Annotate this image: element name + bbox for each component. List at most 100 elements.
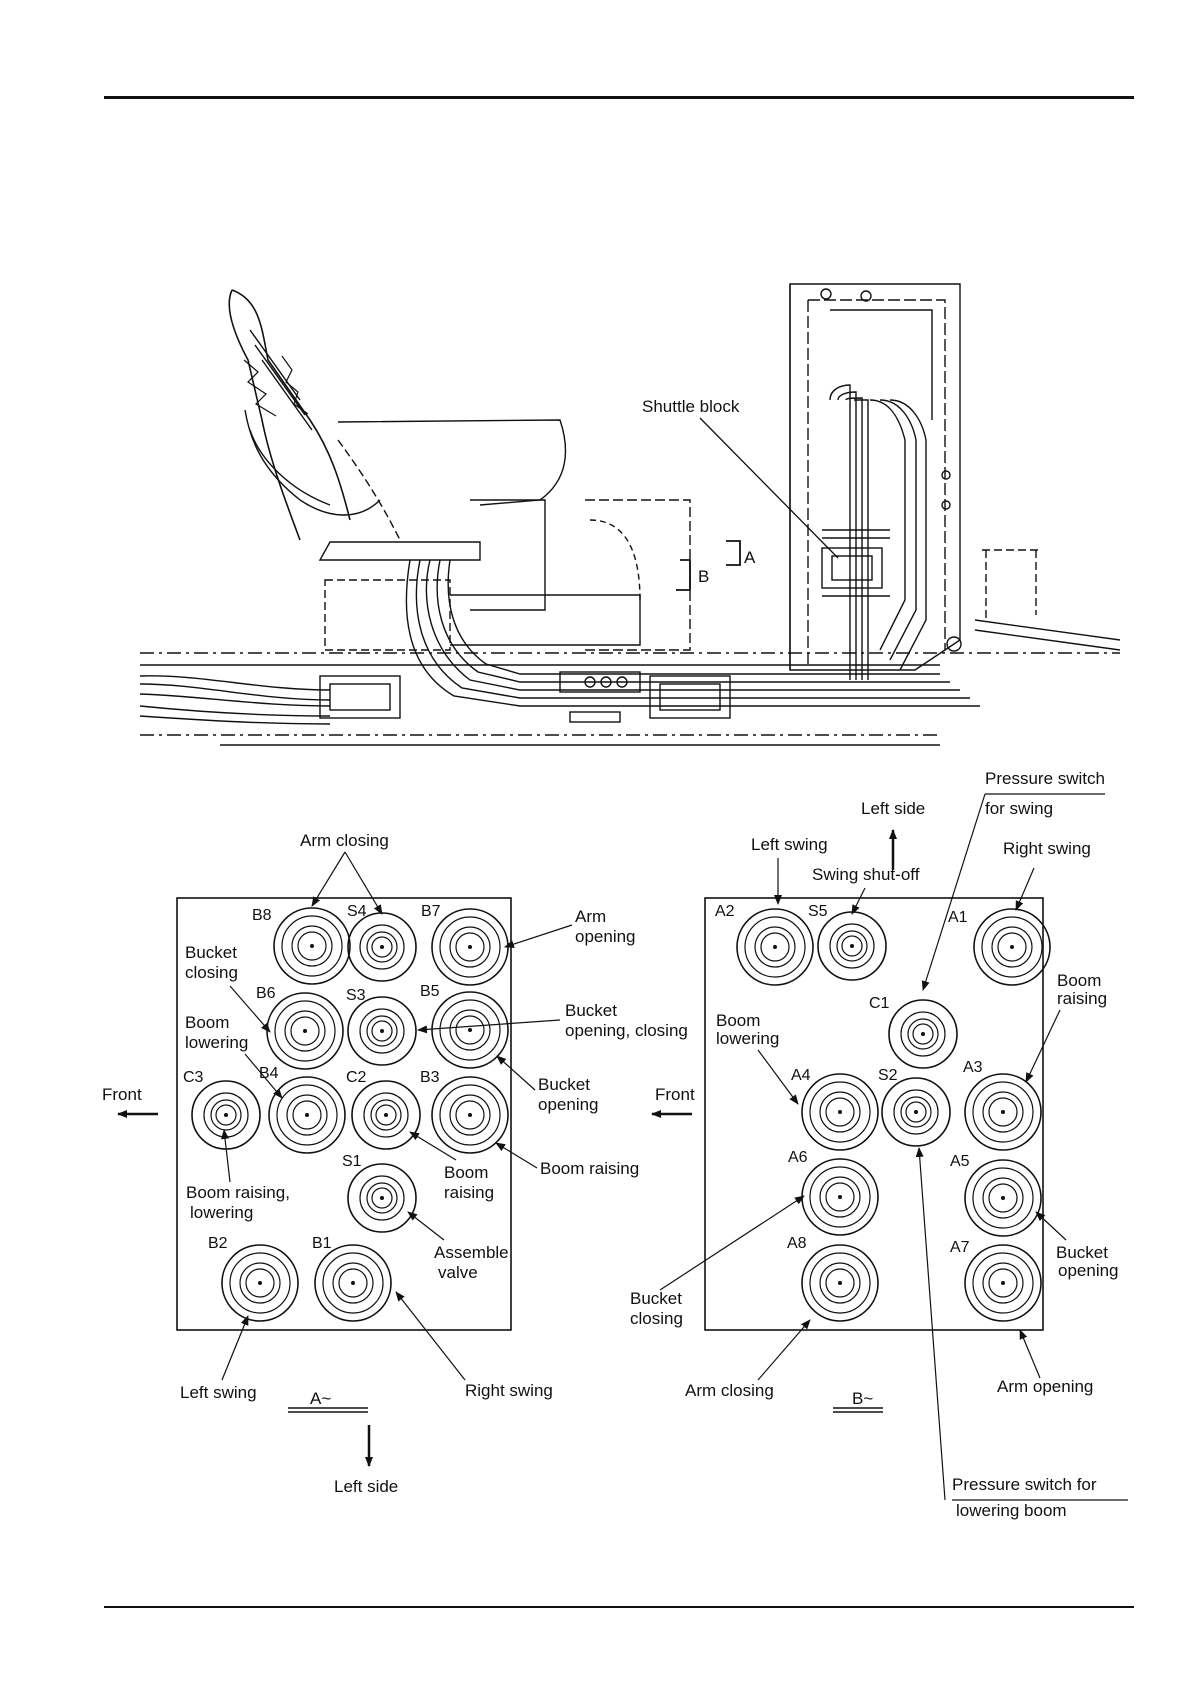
port-code-c2: C2 (346, 1069, 367, 1086)
port-ring (982, 1091, 1024, 1133)
port-ring (964, 1073, 1042, 1151)
b-pressure-boom-2: lowering boom (956, 1501, 1067, 1520)
shuttle-block-label: Shuttle block (642, 397, 740, 416)
port-code-s1: S1 (342, 1153, 362, 1170)
port-center (468, 1113, 472, 1117)
port-center (468, 1028, 472, 1032)
port-center (1001, 1110, 1005, 1114)
port-ring (439, 916, 501, 978)
port-ring (431, 991, 509, 1069)
port-ring (370, 1099, 402, 1131)
a-boom-raising-mid-1: Boom (444, 1163, 488, 1182)
port-center (351, 1281, 355, 1285)
port-code-a3: A3 (963, 1059, 983, 1076)
port-b4 (268, 1076, 346, 1154)
port-ring (359, 924, 405, 970)
view-a-leaders (117, 851, 573, 1467)
port-code-c1: C1 (869, 995, 890, 1012)
port-code-s2: S2 (878, 1067, 898, 1084)
port-ring (276, 1084, 338, 1146)
port-ring (291, 925, 333, 967)
port-ring (982, 1177, 1024, 1219)
a-arm-opening-2: opening (575, 927, 636, 946)
port-ring (809, 1081, 871, 1143)
port-s5 (817, 911, 887, 981)
port-ring (801, 1073, 879, 1151)
port-center (850, 944, 854, 948)
port-ring (964, 1244, 1042, 1322)
port-ring (888, 999, 958, 1069)
b-arm-opening: Arm opening (997, 1377, 1093, 1396)
port-ring (825, 1097, 855, 1127)
port-a2 (736, 908, 814, 986)
port-ring (439, 1084, 501, 1146)
b-pressure-boom-1: Pressure switch for (952, 1475, 1097, 1494)
port-center (914, 1110, 918, 1114)
port-ring (363, 1092, 409, 1138)
port-ring (801, 1244, 879, 1322)
port-ring (988, 1268, 1018, 1298)
a-bucket-open-close-2: opening, closing (565, 1021, 688, 1040)
port-b6 (266, 992, 344, 1070)
port-center (310, 944, 314, 948)
port-a1 (973, 908, 1051, 986)
port-center (838, 1110, 842, 1114)
port-ring (972, 1081, 1034, 1143)
b-front-label: Front (655, 1085, 695, 1104)
port-ring (819, 1176, 861, 1218)
a-arm-opening-1: Arm (575, 907, 606, 926)
port-s3 (347, 996, 417, 1066)
a-caption: A~ (310, 1389, 331, 1408)
port-ring (973, 908, 1051, 986)
port-ring (809, 1166, 871, 1228)
port-code-s3: S3 (346, 987, 366, 1004)
port-code-a5: A5 (950, 1153, 970, 1170)
port-ring (736, 908, 814, 986)
port-ring (284, 1010, 326, 1052)
port-s4 (347, 912, 417, 982)
port-code-s4: S4 (347, 903, 367, 920)
port-ring (366, 1015, 398, 1047)
port-ring (431, 1076, 509, 1154)
a-bucket-opening-2: opening (538, 1095, 599, 1114)
port-ring (439, 999, 501, 1061)
port-b5 (431, 991, 509, 1069)
a-boom-raising-mid-2: raising (444, 1183, 494, 1202)
port-a6 (801, 1158, 879, 1236)
a-boom-lowering-1: Boom (185, 1013, 229, 1032)
port-ring (881, 1077, 951, 1147)
view-b-leaders (651, 793, 1128, 1501)
b-bucket-opening-1: Bucket (1056, 1243, 1108, 1262)
port-s2 (881, 1077, 951, 1147)
b-pressure-swing-1: Pressure switch (985, 769, 1105, 788)
port-ring (836, 930, 868, 962)
port-ring (268, 1076, 346, 1154)
port-code-a1: A1 (948, 909, 968, 926)
port-b7 (431, 908, 509, 986)
port-ring (988, 1097, 1018, 1127)
port-center (921, 1032, 925, 1036)
port-ring (274, 1000, 336, 1062)
port-code-b3: B3 (420, 1069, 440, 1086)
b-arm-closing: Arm closing (685, 1381, 774, 1400)
port-ring (754, 926, 796, 968)
port-ring (449, 1009, 491, 1051)
port-b3 (431, 1076, 509, 1154)
view-marker-a: A (744, 548, 756, 567)
view-a-ports (191, 907, 509, 1322)
port-center (305, 1113, 309, 1117)
a-assemble-valve-1: Assemble (434, 1243, 509, 1262)
port-code-a6: A6 (788, 1149, 808, 1166)
port-ring (900, 1096, 932, 1128)
port-ring (988, 1183, 1018, 1213)
port-ring (314, 1244, 392, 1322)
port-ring (371, 936, 393, 958)
port-code-b7: B7 (421, 903, 441, 920)
port-c2 (351, 1080, 421, 1150)
port-code-a7: A7 (950, 1239, 970, 1256)
b-boom-raising-1: Boom (1057, 971, 1101, 990)
port-code-b5: B5 (420, 983, 440, 1000)
port-b2 (221, 1244, 299, 1322)
view-marker-b: B (698, 567, 709, 586)
